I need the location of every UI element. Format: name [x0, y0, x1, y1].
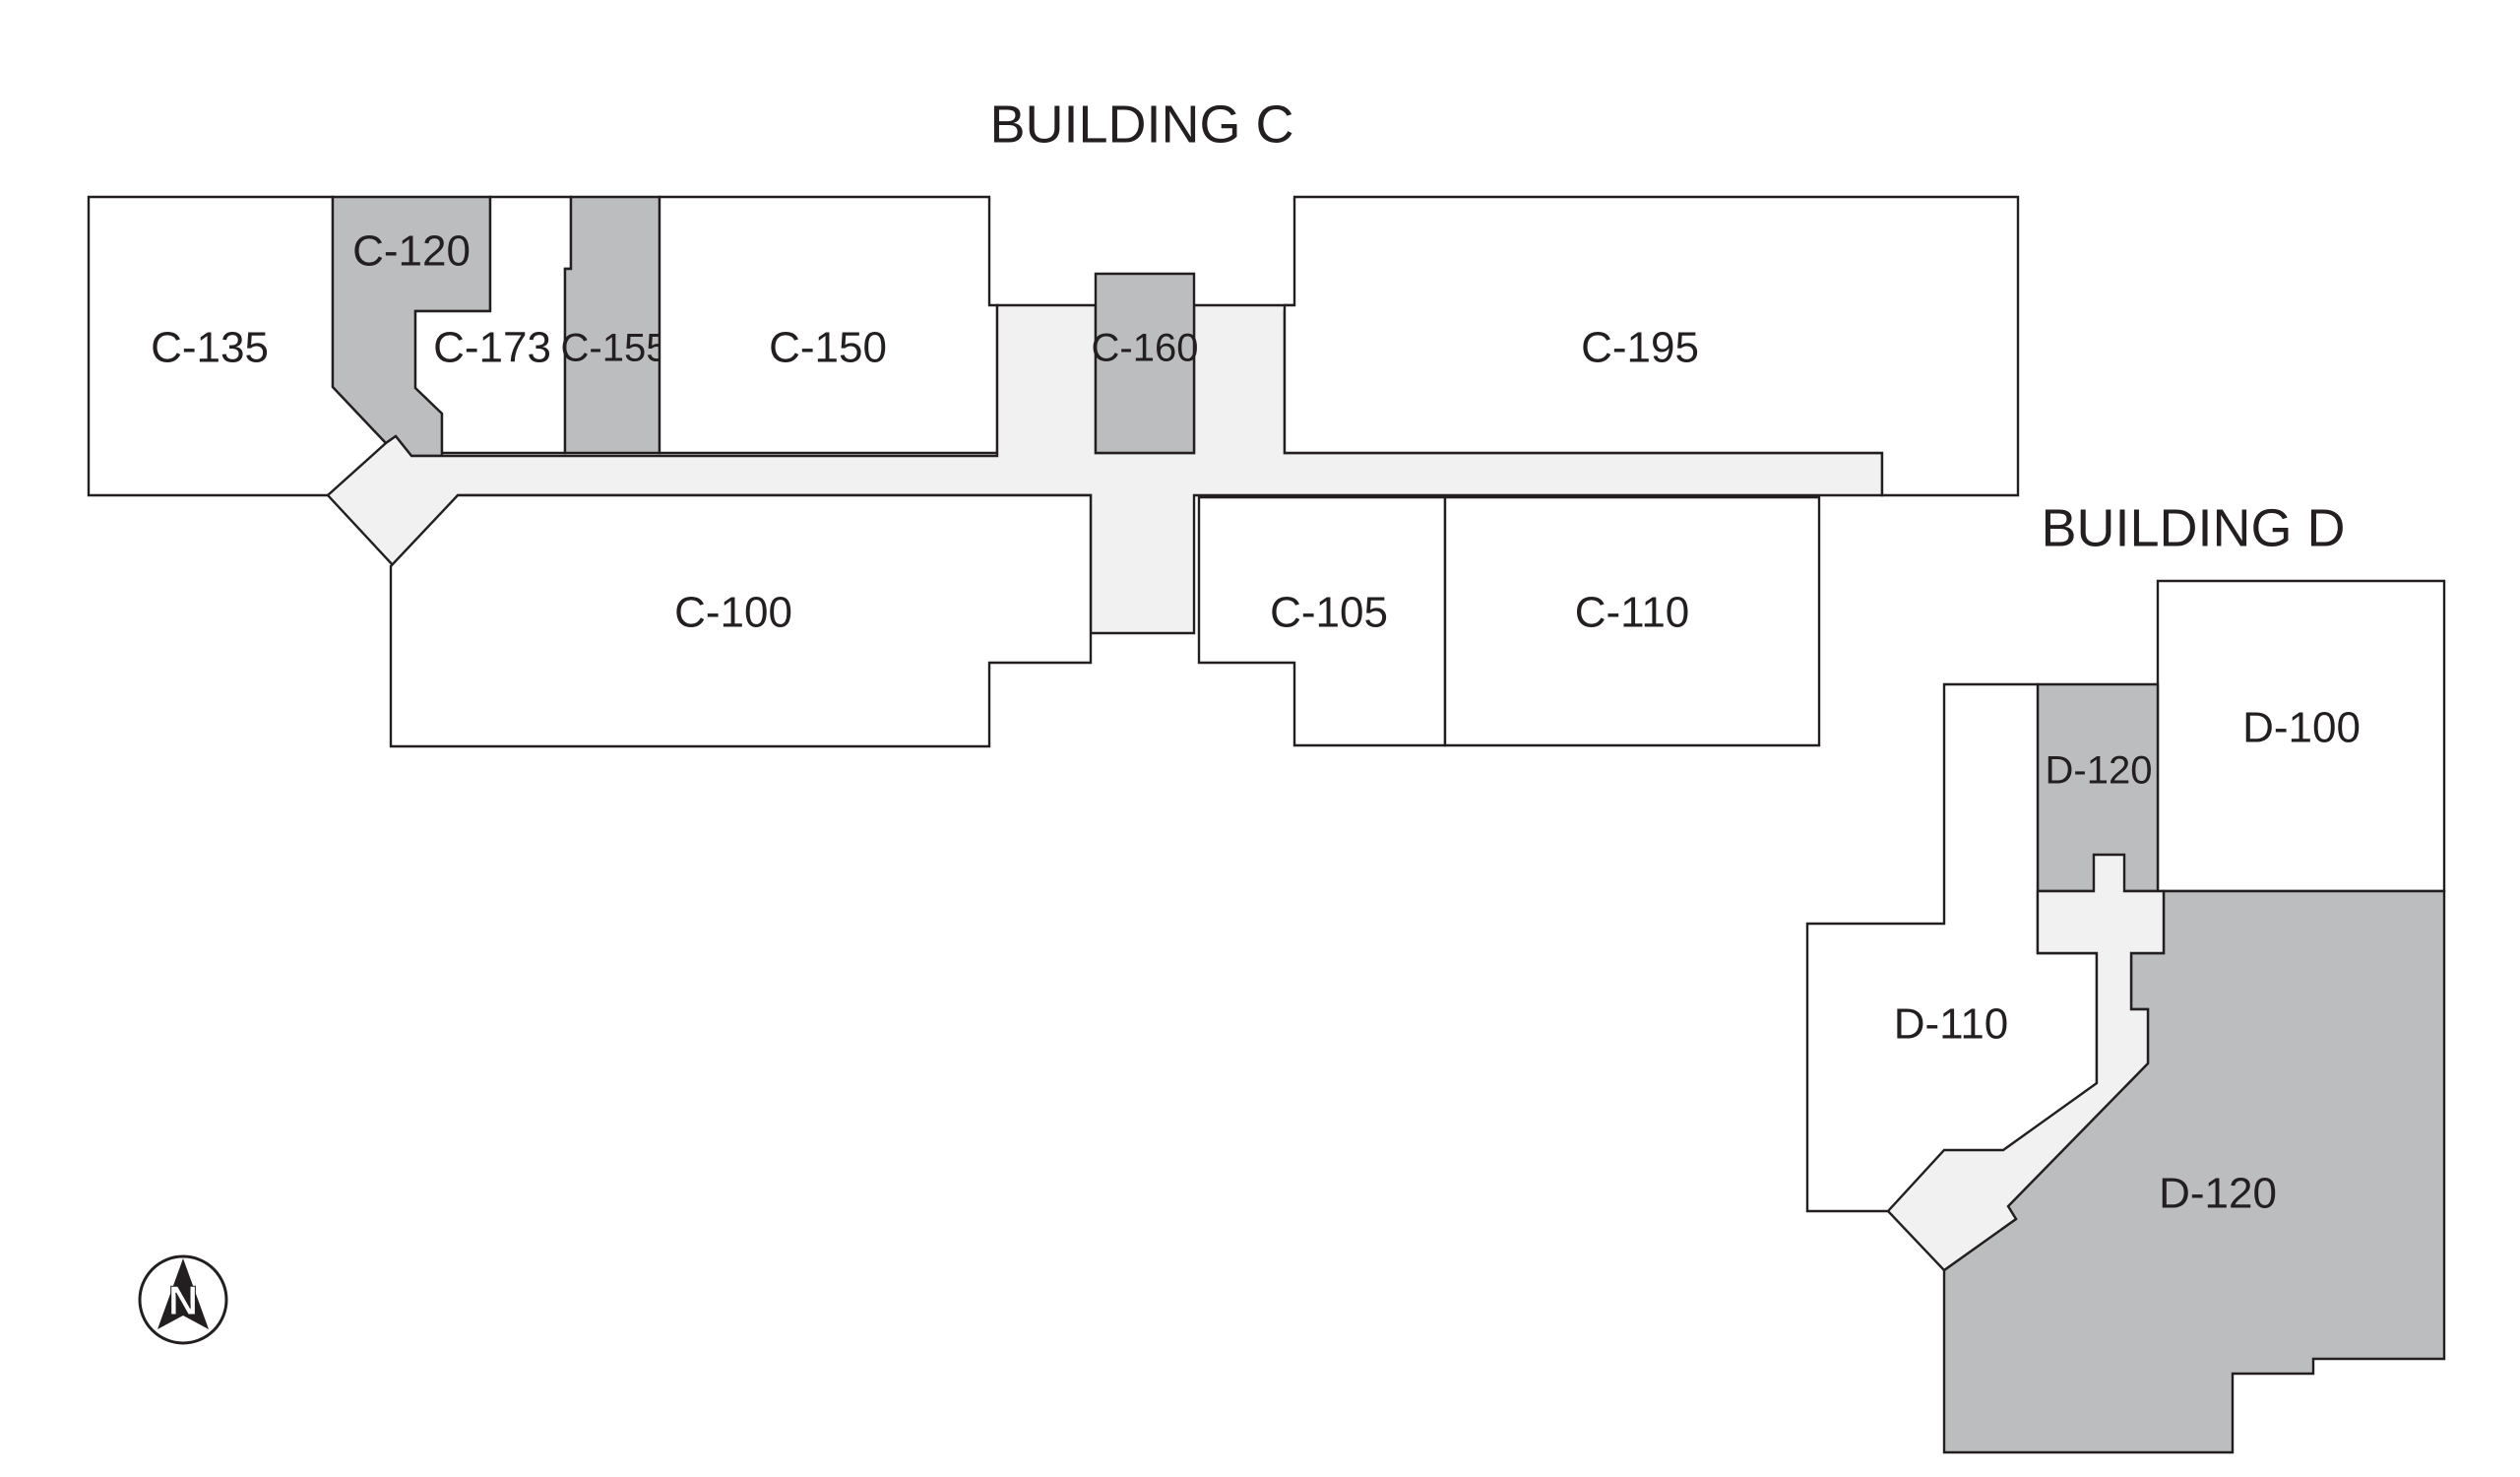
north-arrow-icon: N	[138, 1254, 228, 1345]
room-d-100-label: D-100	[2242, 704, 2361, 752]
room-c-160-label: C-160	[1092, 327, 1199, 370]
building-d-corridor	[1886, 853, 2166, 1272]
room-d-120-small-label: D-120	[2046, 749, 2153, 793]
building-d: BUILDING D D-100 D-120 D-110 D-120	[1805, 498, 2446, 1454]
room-c-110-label: C-110	[1575, 589, 1690, 637]
room-c-150-label: C-150	[769, 324, 887, 372]
room-c-155-label: C-155	[561, 327, 668, 370]
room-d-110-label: D-110	[1894, 1000, 2009, 1049]
room-c-100[interactable]	[389, 493, 1093, 748]
room-c-110[interactable]	[1443, 495, 1821, 747]
room-c-100-label: C-100	[674, 589, 792, 637]
room-c-160[interactable]	[1094, 272, 1196, 455]
building-c-title: BUILDING C	[989, 95, 1293, 154]
compass-letter: N	[168, 1277, 198, 1323]
room-c-155[interactable]	[563, 195, 662, 455]
room-c-105-label: C-105	[1270, 589, 1388, 637]
room-c-173-label: C-173	[433, 324, 551, 372]
room-c-195-label: C-195	[1581, 324, 1699, 372]
building-d-title: BUILDING D	[2041, 498, 2345, 557]
room-d-120-large-label: D-120	[2159, 1170, 2277, 1218]
room-c-195[interactable]	[1283, 195, 2020, 497]
building-c: BUILDING C C-135 C-120 C-173 C-155 C-150…	[87, 95, 2020, 748]
room-c-120-label: C-120	[352, 227, 471, 276]
room-c-135-label: C-135	[151, 324, 269, 372]
